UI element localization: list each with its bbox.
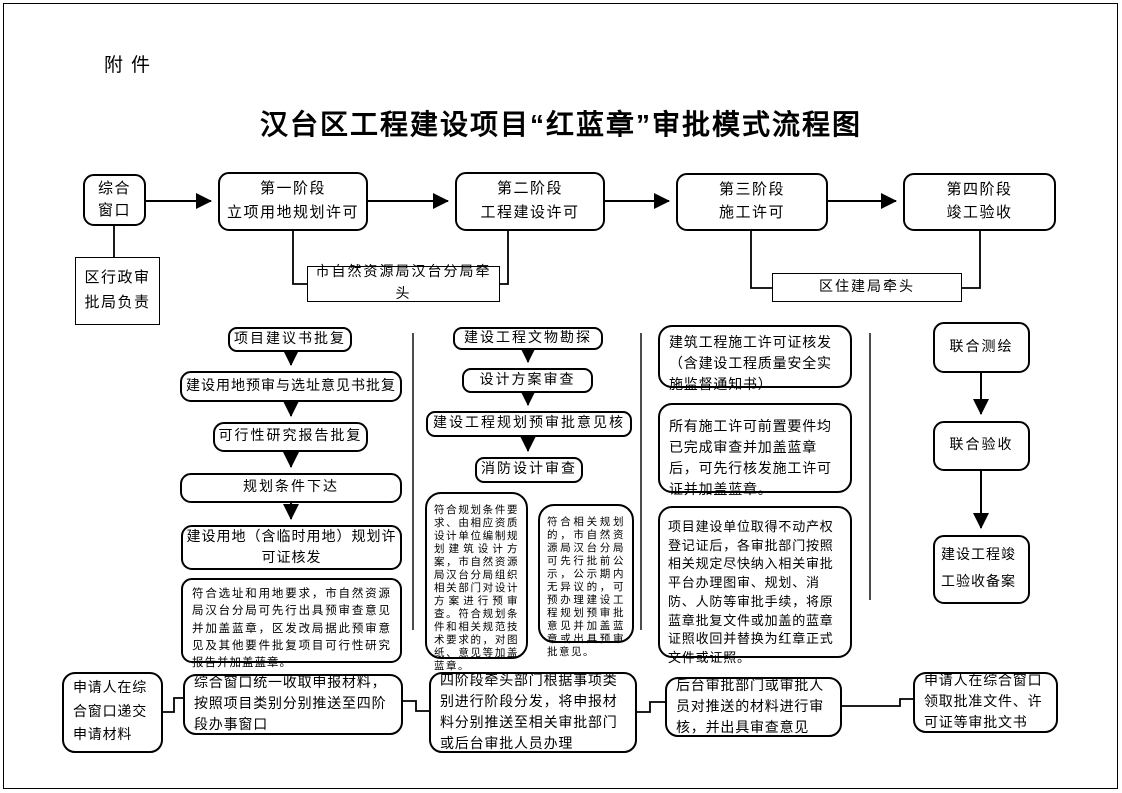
line-stage1-to-lead1 bbox=[292, 231, 307, 285]
stage-3-subtitle: 施工许可 bbox=[718, 205, 785, 221]
attachment-label: 附件 bbox=[104, 55, 159, 76]
stage2-step-3-box: 建设工程规划预审批意见核 bbox=[426, 411, 632, 437]
stage-1-subtitle: 立项用地规划许可 bbox=[226, 204, 359, 221]
stage1-step-5-box: 建设用地（含临时用地）规划许可证核发 bbox=[181, 525, 402, 570]
bottom-step-4-box: 后台审批部门或审批人员对推送的材料进行审核，并出具审查意见 bbox=[665, 677, 842, 737]
line-stage4-to-lead2 bbox=[962, 231, 981, 289]
stage3-red-seal-note-box: 项目建设单位取得不动产权登记证后，各审批部门按照相关规定尽快纳入相关审批平台办理… bbox=[658, 506, 852, 665]
stage2-note-right-box: 符合相关规划的，市自然资源局汉台分局可先行批前公示，公示期内无异议的，可预办理建… bbox=[538, 504, 634, 658]
stage-1-name: 第一阶段 bbox=[259, 181, 326, 198]
stage3-blue-seal-note-box: 所有施工许可前置要件均已完成审查并加盖蓝章后，可先行核发施工许可证并加盖蓝章。 bbox=[658, 403, 852, 498]
stage-1-box: 第一阶段 立项用地规划许可 bbox=[218, 172, 368, 231]
stage-2-subtitle: 工程建设许可 bbox=[480, 204, 580, 221]
stage4-step-1-box: 联合测绘 bbox=[933, 322, 1030, 373]
lead-unit-1-box: 市自然资源局汉台分局牵头 bbox=[307, 265, 500, 302]
stage4-step-2-box: 联合验收 bbox=[933, 421, 1030, 471]
page-title: 汉台区工程建设项目“红蓝章”审批模式流程图 bbox=[259, 109, 862, 140]
stage1-step-3-box: 可行性研究报告批复 bbox=[213, 422, 368, 452]
stage-4-subtitle: 竣工验收 bbox=[946, 205, 1013, 221]
line-bottom-1-2 bbox=[163, 697, 183, 713]
stage1-step-2-box: 建设用地预审与选址意见书批复 bbox=[180, 371, 402, 402]
bottom-step-2-box: 综合窗口统一收取申报材料，按照项目类别分别推送至四阶段办事窗口 bbox=[183, 674, 403, 735]
stage2-note-left-box: 符合规划条件要求、由相应资质设计单位编制规划建筑设计方案，市自然资源局汉台分局组… bbox=[425, 492, 528, 672]
stage1-step-4-box: 规划条件下达 bbox=[180, 473, 402, 503]
stage2-step-2-box: 设计方案审查 bbox=[462, 368, 593, 393]
stage-4-name: 第四阶段 bbox=[946, 181, 1013, 198]
stage-2-box: 第二阶段 工程建设许可 bbox=[455, 172, 605, 231]
stage-3-box: 第三阶段 施工许可 bbox=[676, 173, 828, 231]
entry-window-line1: 综合 bbox=[97, 180, 131, 197]
line-bottom-4-5 bbox=[842, 698, 913, 707]
stage1-note-box: 符合选址和用地要求，市自然资源局汉台分局可先行出具预审查意见并加盖蓝章，区发改局… bbox=[181, 578, 402, 669]
stage-2-name: 第二阶段 bbox=[496, 181, 563, 198]
responsible-office-line1: 区行政审 bbox=[84, 269, 151, 286]
stage1-step-1-box: 项目建议书批复 bbox=[228, 327, 352, 352]
stage4-step-3-box: 建设工程竣工验收备案 bbox=[933, 535, 1030, 604]
line-bottom-2-3 bbox=[403, 700, 429, 712]
line-stage3-to-lead2 bbox=[750, 231, 772, 289]
bottom-step-1-box: 申请人在综合窗口递交申请材料 bbox=[62, 672, 163, 753]
bottom-step-3-box: 四阶段牵头部门根据事项类别进行阶段分发，将申报材料分别推送至相关审批部门或后台审… bbox=[429, 672, 637, 753]
line-bottom-3-4 bbox=[637, 701, 665, 713]
bottom-step-5-box: 申请人在综合窗口领取批准文件、许可证等审批文书 bbox=[913, 672, 1058, 733]
stage-3-name: 第三阶段 bbox=[718, 181, 785, 198]
stage2-step-4-box: 消防设计审查 bbox=[475, 457, 583, 483]
stage-4-box: 第四阶段 竣工验收 bbox=[903, 173, 1056, 231]
responsible-office-line2: 批局负责 bbox=[84, 295, 151, 311]
line-stage2-to-lead1 bbox=[500, 231, 509, 285]
stage3-permit-box: 建筑工程施工许可证核发（含建设工程质量安全实施监督通知书） bbox=[658, 325, 852, 393]
lead-unit-2-box: 区住建局牵头 bbox=[772, 273, 962, 302]
responsible-office-box: 区行政审 批局负责 bbox=[75, 257, 160, 325]
entry-window-box: 综合 窗口 bbox=[83, 174, 146, 226]
entry-window-line2: 窗口 bbox=[97, 203, 131, 219]
stage2-step-1-box: 建设工程文物勘探 bbox=[453, 327, 603, 350]
